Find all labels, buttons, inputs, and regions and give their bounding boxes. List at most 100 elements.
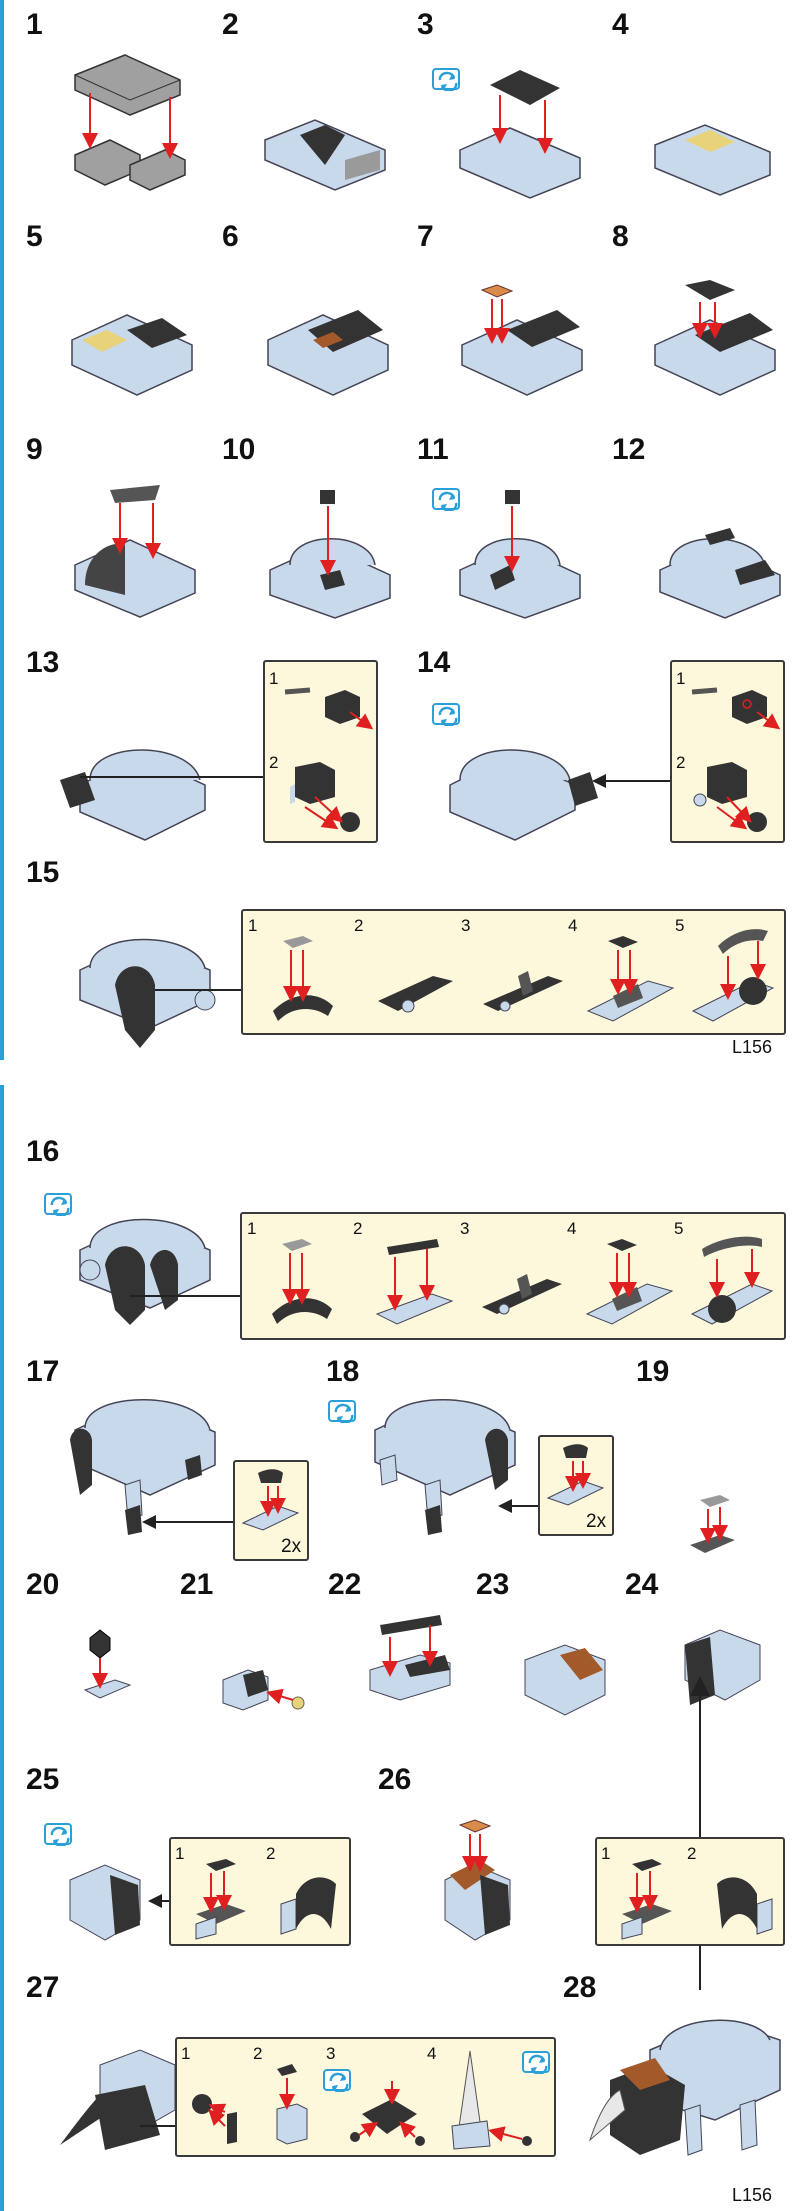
substep-number: 4 <box>568 916 578 935</box>
step-9-illustration <box>74 485 196 618</box>
step-number-23: 23 <box>476 1568 510 1601</box>
step-number-12: 12 <box>612 433 646 466</box>
callout-connector <box>150 1521 234 1523</box>
substep-number: 2 <box>676 753 686 772</box>
step-12-illustration <box>659 528 781 619</box>
step-13-illustration <box>60 749 206 841</box>
step-number-25: 25 <box>26 1763 60 1796</box>
step-number-24: 24 <box>625 1568 659 1601</box>
substep-5-illustration <box>691 929 775 1022</box>
substep-number: 1 <box>601 1844 611 1863</box>
substep-2-illustration <box>280 1877 336 1935</box>
step-7-illustration <box>461 284 583 396</box>
substep-2-illustration <box>375 1239 454 1325</box>
step-3-illustration <box>459 70 581 199</box>
rotate-model-icon <box>432 703 460 726</box>
step-23-illustration <box>524 1644 606 1716</box>
substep-number: 2 <box>354 916 364 935</box>
substep-1-illustration <box>272 1239 332 1324</box>
step-1-illustration <box>74 54 186 191</box>
substep-1-illustration <box>691 687 781 730</box>
step-number-6: 6 <box>222 220 239 253</box>
substep-number: 2 <box>253 2044 263 2063</box>
substep-2-illustration <box>717 1877 773 1935</box>
substep-number: 1 <box>247 1219 257 1238</box>
step-number-3: 3 <box>417 8 434 41</box>
page-number: L156 <box>732 1037 773 1057</box>
step-number-7: 7 <box>417 220 434 253</box>
callout-connector <box>600 780 672 782</box>
callout-step-13: 1 2 <box>263 660 378 843</box>
step-17-illustration <box>70 1399 216 1535</box>
substep-3-illustration <box>350 2081 425 2146</box>
substep-number: 3 <box>460 1219 470 1238</box>
substep-1-illustration <box>273 936 333 1021</box>
step-number-4: 4 <box>612 8 629 41</box>
step-15-illustration <box>79 938 216 1048</box>
callout-connector <box>505 1505 539 1507</box>
substep-number: 1 <box>248 916 258 935</box>
substep-1-illustration <box>192 2094 237 2144</box>
step-4-illustration <box>654 124 771 196</box>
substep-4-illustration <box>585 1239 674 1325</box>
rotate-model-icon <box>44 1823 72 1846</box>
substep-4-illustration <box>586 936 675 1022</box>
substep-4-illustration <box>451 2050 532 2150</box>
step-number-13: 13 <box>26 646 60 679</box>
callout-connector <box>130 1295 242 1297</box>
step-number-17: 17 <box>26 1355 60 1388</box>
step-number-8: 8 <box>612 220 629 253</box>
quantity-label: 2x <box>586 1511 607 1532</box>
substep-2-illustration <box>378 976 453 1013</box>
step-number-16: 16 <box>26 1135 60 1168</box>
callout-step-26: 1 2 <box>595 1837 785 1946</box>
substep-number: 1 <box>175 1844 185 1863</box>
rotate-model-icon <box>323 2069 351 2092</box>
substep-number: 2 <box>353 1219 363 1238</box>
substep-number: 3 <box>326 2044 336 2063</box>
instruction-page-2: 16 1 2 3 4 5 <box>0 1085 800 2211</box>
step-number-9: 9 <box>26 433 43 466</box>
callout-step-14: 1 2 <box>670 660 785 843</box>
substep-3-illustration <box>483 971 563 1012</box>
substep-1-illustration <box>195 1859 246 1940</box>
callout-connector <box>155 1900 170 1902</box>
substep-2-illustration <box>276 2064 308 2145</box>
step-14-illustration <box>449 749 598 841</box>
step-2-illustration <box>264 119 386 191</box>
step-number-10: 10 <box>222 433 256 466</box>
callout-connector <box>140 2125 180 2127</box>
step-25-illustration <box>69 1864 141 1941</box>
connector-arrowhead <box>148 1894 162 1908</box>
step-number-19: 19 <box>636 1355 670 1388</box>
step-number-1: 1 <box>26 8 43 41</box>
step-22-illustration <box>369 1615 451 1701</box>
step-number-5: 5 <box>26 220 43 253</box>
substep-number: 1 <box>269 669 279 688</box>
page-edge-bar <box>0 1085 4 2211</box>
step-number-21: 21 <box>180 1568 214 1601</box>
substep-number: 5 <box>674 1219 684 1238</box>
callout-step-15: 1 2 3 4 5 <box>241 909 786 1035</box>
step-19-illustration <box>690 1495 735 1553</box>
step-number-22: 22 <box>328 1568 362 1601</box>
callout-connector <box>80 776 265 778</box>
substep-1-illustration <box>284 687 374 730</box>
callout-step-27: 1 2 3 4 <box>175 2037 556 2157</box>
step-11-illustration <box>459 490 581 619</box>
callout-step-16: 1 2 3 4 5 <box>240 1212 786 1340</box>
step-18-illustration <box>374 1399 516 1535</box>
assembly-connector-arrow <box>690 1676 710 1990</box>
rotate-model-icon <box>522 2051 550 2074</box>
page-number: L156 <box>732 2185 773 2205</box>
step-10-illustration <box>269 490 391 619</box>
callout-step-17: 2x <box>233 1460 309 1561</box>
rotate-model-icon <box>432 68 460 91</box>
callout-connector <box>155 989 243 991</box>
step-number-18: 18 <box>326 1355 360 1388</box>
substep-5-illustration <box>690 1236 774 1325</box>
instruction-page-1: 1 2 3 4 5 6 7 8 <box>0 0 800 1060</box>
step-20-illustration <box>83 1629 132 1699</box>
rotate-model-icon <box>432 488 460 511</box>
step-number-2: 2 <box>222 8 239 41</box>
